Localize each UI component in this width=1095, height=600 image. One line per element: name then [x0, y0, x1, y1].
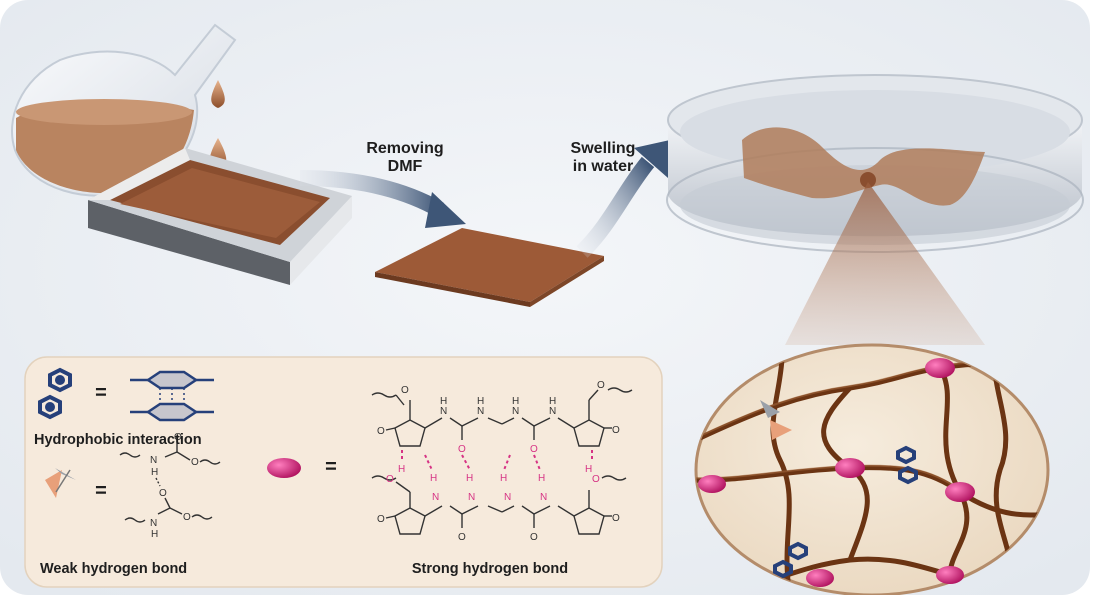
step-label-removing-line2: DMF [387, 157, 423, 175]
legend-label-hydrophobic: Hydrophobic interaction [34, 432, 202, 448]
svg-text:O: O [530, 444, 538, 455]
aromatic-stack-icon [773, 445, 918, 579]
svg-text:H: H [440, 396, 447, 407]
svg-text:O: O [612, 425, 620, 436]
svg-text:N: N [549, 406, 556, 417]
svg-text:N: N [440, 406, 447, 417]
aromatic-pair-icon [38, 367, 72, 420]
svg-text:O: O [401, 385, 409, 396]
step-label-swelling-line2: in water [572, 157, 634, 175]
svg-text:O: O [377, 426, 385, 437]
urethane-wedge-icon [760, 400, 792, 440]
crosslink-bead-icon [806, 569, 834, 587]
svg-text:O: O [191, 457, 199, 468]
step-label-swelling-line1: Swelling [570, 140, 636, 157]
svg-text:N: N [150, 518, 157, 529]
legend-label-strong-hbond: Strong hydrogen bond [411, 561, 569, 577]
strong-hbond-structure: O O N H O N H N H O N H O O [371, 380, 633, 543]
svg-text:H: H [477, 396, 484, 407]
step-label-removing: Removing DMF [340, 140, 470, 176]
crosslink-bead-icon [698, 475, 726, 493]
svg-text:O: O [377, 514, 385, 525]
svg-text:H: H [549, 396, 556, 407]
zoom-cone [785, 182, 985, 345]
svg-text:O: O [458, 532, 466, 543]
svg-text:H: H [512, 396, 519, 407]
legend-equals-strong: = [325, 456, 337, 478]
strong-hbond-bead-icon [267, 458, 301, 478]
arrow-removing [299, 170, 466, 228]
svg-text:H: H [466, 473, 473, 484]
svg-text:N: N [150, 455, 157, 466]
svg-text:H: H [151, 467, 158, 478]
urethane-hbond-structure: O O N H O O N H [119, 432, 221, 540]
svg-text:H: H [500, 473, 507, 484]
crosslink-bead-icon [925, 358, 955, 378]
legend-equals-weak: = [95, 480, 107, 502]
svg-text:N: N [468, 492, 475, 503]
svg-text:O: O [386, 474, 394, 485]
svg-text:H: H [585, 464, 592, 475]
svg-text:O: O [612, 513, 620, 524]
crosslink-beads [698, 358, 975, 587]
weak-hbond-wedge-icon [45, 468, 76, 498]
svg-text:H: H [430, 473, 437, 484]
svg-text:O: O [174, 432, 182, 443]
svg-text:N: N [477, 406, 484, 417]
step-label-swelling: Swelling in water [548, 140, 658, 176]
dry-film-icon [375, 228, 604, 307]
svg-text:H: H [538, 473, 545, 484]
swollen-hydrogel-icon [742, 127, 985, 206]
step-label-removing-line1: Removing [366, 140, 444, 157]
casting-mold-icon [88, 148, 352, 285]
svg-text:O: O [183, 512, 191, 523]
svg-text:O: O [597, 380, 605, 391]
crosslink-bead-icon [936, 566, 964, 584]
crosslink-bead-icon [835, 458, 865, 478]
svg-text:N: N [432, 492, 439, 503]
svg-text:N: N [540, 492, 547, 503]
crosslink-bead-icon [945, 482, 975, 502]
svg-text:O: O [458, 444, 466, 455]
pi-stacking-structure [130, 370, 214, 422]
svg-text:H: H [398, 464, 405, 475]
svg-text:O: O [592, 474, 600, 485]
legend-equals-hydrophobic: = [95, 382, 107, 404]
interaction-legend-panel [24, 356, 663, 588]
svg-text:O: O [530, 532, 538, 543]
svg-text:N: N [504, 492, 511, 503]
svg-text:H: H [151, 529, 158, 540]
svg-text:O: O [159, 488, 167, 499]
legend-label-weak-hbond: Weak hydrogen bond [40, 561, 188, 577]
svg-text:N: N [512, 406, 519, 417]
